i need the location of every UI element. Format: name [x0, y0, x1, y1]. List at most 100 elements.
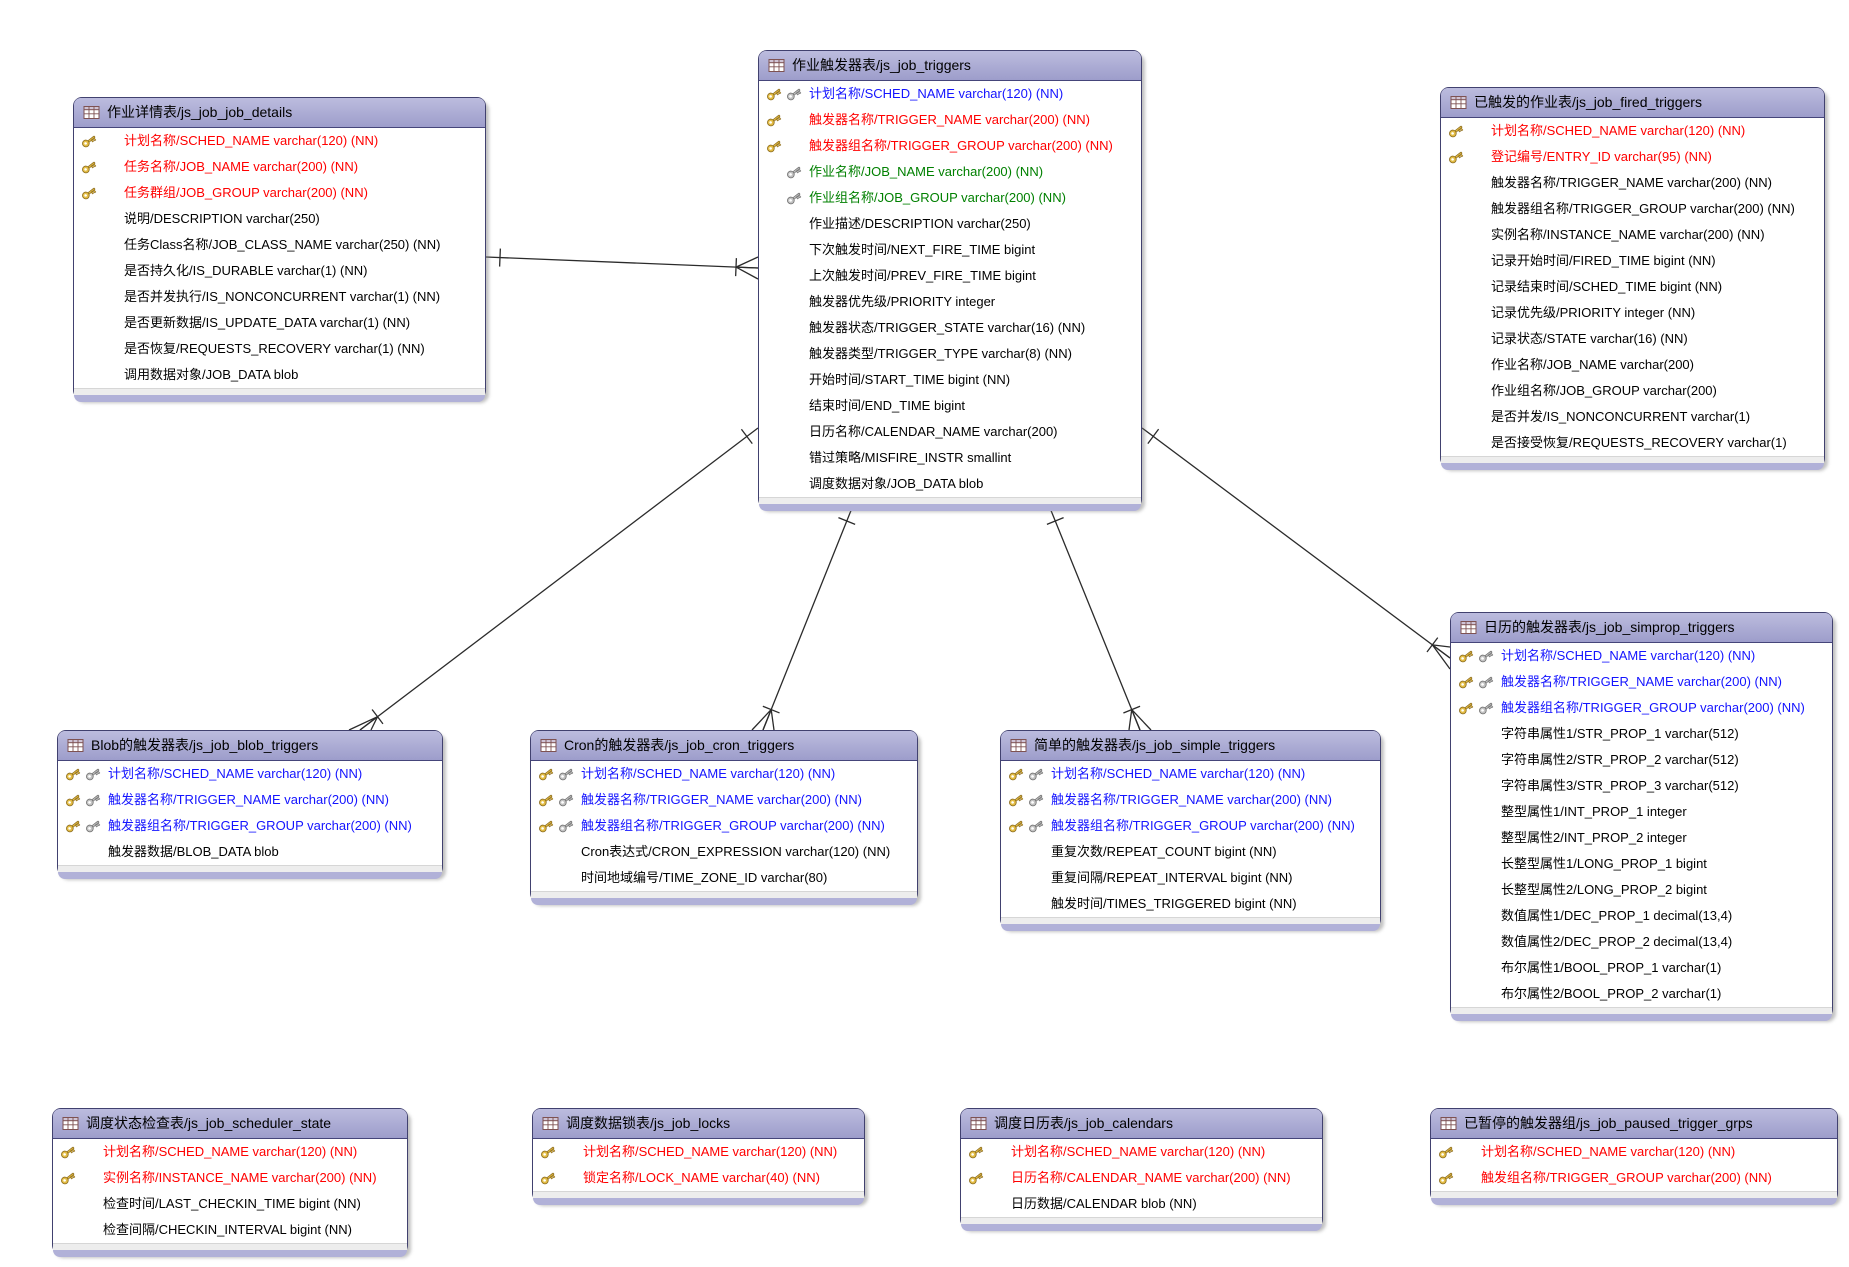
column-row[interactable]: 是否接受恢复/REQUESTS_RECOVERY varchar(1): [1441, 430, 1824, 456]
column-row[interactable]: 计划名称/SCHED_NAME varchar(120) (NN): [74, 128, 485, 154]
table-header[interactable]: 作业触发器表/js_job_triggers: [759, 51, 1141, 81]
column-row[interactable]: 上次触发时间/PREV_FIRE_TIME bigint: [759, 263, 1141, 289]
column-row[interactable]: 计划名称/SCHED_NAME varchar(120) (NN): [1441, 118, 1824, 144]
column-row[interactable]: 触发组名称/TRIGGER_GROUP varchar(200) (NN): [1431, 1165, 1837, 1191]
column-row[interactable]: Cron表达式/CRON_EXPRESSION varchar(120) (NN…: [531, 839, 917, 865]
table-header[interactable]: Cron的触发器表/js_job_cron_triggers: [531, 731, 917, 761]
table-js_job_simprop_triggers[interactable]: 日历的触发器表/js_job_simprop_triggers 计划名称/SCH…: [1450, 612, 1833, 1021]
column-row[interactable]: 记录状态/STATE varchar(16) (NN): [1441, 326, 1824, 352]
column-row[interactable]: 计划名称/SCHED_NAME varchar(120) (NN): [1431, 1139, 1837, 1165]
column-row[interactable]: 检查时间/LAST_CHECKIN_TIME bigint (NN): [53, 1191, 407, 1217]
column-row[interactable]: 字符串属性3/STR_PROP_3 varchar(512): [1451, 773, 1832, 799]
column-row[interactable]: 开始时间/START_TIME bigint (NN): [759, 367, 1141, 393]
column-row[interactable]: 重复次数/REPEAT_COUNT bigint (NN): [1001, 839, 1380, 865]
column-row[interactable]: 触发器组名称/TRIGGER_GROUP varchar(200) (NN): [531, 813, 917, 839]
column-row[interactable]: 触发器组名称/TRIGGER_GROUP varchar(200) (NN): [1441, 196, 1824, 222]
column-row[interactable]: 调用数据对象/JOB_DATA blob: [74, 362, 485, 388]
table-header[interactable]: 简单的触发器表/js_job_simple_triggers: [1001, 731, 1380, 761]
column-row[interactable]: 整型属性1/INT_PROP_1 integer: [1451, 799, 1832, 825]
column-row[interactable]: 是否更新数据/IS_UPDATE_DATA varchar(1) (NN): [74, 310, 485, 336]
column-row[interactable]: 触发时间/TIMES_TRIGGERED bigint (NN): [1001, 891, 1380, 917]
column-row[interactable]: 锁定名称/LOCK_NAME varchar(40) (NN): [533, 1165, 864, 1191]
column-row[interactable]: 触发器名称/TRIGGER_NAME varchar(200) (NN): [58, 787, 442, 813]
column-row[interactable]: 是否恢复/REQUESTS_RECOVERY varchar(1) (NN): [74, 336, 485, 362]
column-row[interactable]: 数值属性1/DEC_PROP_1 decimal(13,4): [1451, 903, 1832, 929]
column-row[interactable]: 长整型属性1/LONG_PROP_1 bigint: [1451, 851, 1832, 877]
column-row[interactable]: 时间地域编号/TIME_ZONE_ID varchar(80): [531, 865, 917, 891]
table-js_job_calendars[interactable]: 调度日历表/js_job_calendars 计划名称/SCHED_NAME v…: [960, 1108, 1323, 1231]
column-row[interactable]: 触发器数据/BLOB_DATA blob: [58, 839, 442, 865]
column-row[interactable]: 作业组名称/JOB_GROUP varchar(200): [1441, 378, 1824, 404]
column-row[interactable]: 触发器名称/TRIGGER_NAME varchar(200) (NN): [1451, 669, 1832, 695]
column-row[interactable]: 计划名称/SCHED_NAME varchar(120) (NN): [961, 1139, 1322, 1165]
column-row[interactable]: 计划名称/SCHED_NAME varchar(120) (NN): [53, 1139, 407, 1165]
column-row[interactable]: 触发器状态/TRIGGER_STATE varchar(16) (NN): [759, 315, 1141, 341]
column-row[interactable]: 任务群组/JOB_GROUP varchar(200) (NN): [74, 180, 485, 206]
column-row[interactable]: 是否并发/IS_NONCONCURRENT varchar(1): [1441, 404, 1824, 430]
column-row[interactable]: 整型属性2/INT_PROP_2 integer: [1451, 825, 1832, 851]
column-row[interactable]: 计划名称/SCHED_NAME varchar(120) (NN): [58, 761, 442, 787]
table-js_job_locks[interactable]: 调度数据锁表/js_job_locks 计划名称/SCHED_NAME varc…: [532, 1108, 865, 1205]
table-js_job_blob_triggers[interactable]: Blob的触发器表/js_job_blob_triggers 计划名称/SCHE…: [57, 730, 443, 879]
column-row[interactable]: 任务Class名称/JOB_CLASS_NAME varchar(250) (N…: [74, 232, 485, 258]
column-row[interactable]: 作业名称/JOB_NAME varchar(200): [1441, 352, 1824, 378]
column-row[interactable]: 记录优先级/PRIORITY integer (NN): [1441, 300, 1824, 326]
column-row[interactable]: 作业名称/JOB_NAME varchar(200) (NN): [759, 159, 1141, 185]
column-row[interactable]: 记录结束时间/SCHED_TIME bigint (NN): [1441, 274, 1824, 300]
column-row[interactable]: 触发器类型/TRIGGER_TYPE varchar(8) (NN): [759, 341, 1141, 367]
column-row[interactable]: 触发器名称/TRIGGER_NAME varchar(200) (NN): [1001, 787, 1380, 813]
column-row[interactable]: 计划名称/SCHED_NAME varchar(120) (NN): [533, 1139, 864, 1165]
column-row[interactable]: 计划名称/SCHED_NAME varchar(120) (NN): [1001, 761, 1380, 787]
column-row[interactable]: 是否持久化/IS_DURABLE varchar(1) (NN): [74, 258, 485, 284]
table-js_job_job_details[interactable]: 作业详情表/js_job_job_details 计划名称/SCHED_NAME…: [73, 97, 486, 402]
column-row[interactable]: 作业描述/DESCRIPTION varchar(250): [759, 211, 1141, 237]
column-row[interactable]: 重复间隔/REPEAT_INTERVAL bigint (NN): [1001, 865, 1380, 891]
column-row[interactable]: 下次触发时间/NEXT_FIRE_TIME bigint: [759, 237, 1141, 263]
table-js_job_simple_triggers[interactable]: 简单的触发器表/js_job_simple_triggers 计划名称/SCHE…: [1000, 730, 1381, 931]
table-header[interactable]: 调度数据锁表/js_job_locks: [533, 1109, 864, 1139]
column-row[interactable]: 触发器名称/TRIGGER_NAME varchar(200) (NN): [1441, 170, 1824, 196]
column-row[interactable]: 触发器名称/TRIGGER_NAME varchar(200) (NN): [531, 787, 917, 813]
table-js_job_fired_triggers[interactable]: 已触发的作业表/js_job_fired_triggers 计划名称/SCHED…: [1440, 87, 1825, 470]
column-row[interactable]: 字符串属性2/STR_PROP_2 varchar(512): [1451, 747, 1832, 773]
column-row[interactable]: 登记编号/ENTRY_ID varchar(95) (NN): [1441, 144, 1824, 170]
column-row[interactable]: 实例名称/INSTANCE_NAME varchar(200) (NN): [1441, 222, 1824, 248]
table-header[interactable]: 作业详情表/js_job_job_details: [74, 98, 485, 128]
column-row[interactable]: 计划名称/SCHED_NAME varchar(120) (NN): [759, 81, 1141, 107]
column-row[interactable]: 记录开始时间/FIRED_TIME bigint (NN): [1441, 248, 1824, 274]
column-row[interactable]: 结束时间/END_TIME bigint: [759, 393, 1141, 419]
table-js_job_cron_triggers[interactable]: Cron的触发器表/js_job_cron_triggers 计划名称/SCHE…: [530, 730, 918, 905]
column-row[interactable]: 布尔属性2/BOOL_PROP_2 varchar(1): [1451, 981, 1832, 1007]
column-row[interactable]: 触发器组名称/TRIGGER_GROUP varchar(200) (NN): [759, 133, 1141, 159]
table-header[interactable]: 已触发的作业表/js_job_fired_triggers: [1441, 88, 1824, 118]
column-row[interactable]: 日历数据/CALENDAR blob (NN): [961, 1191, 1322, 1217]
table-js_job_triggers[interactable]: 作业触发器表/js_job_triggers 计划名称/SCHED_NAME v…: [758, 50, 1142, 511]
column-row[interactable]: 作业组名称/JOB_GROUP varchar(200) (NN): [759, 185, 1141, 211]
column-row[interactable]: 触发器组名称/TRIGGER_GROUP varchar(200) (NN): [58, 813, 442, 839]
column-row[interactable]: 长整型属性2/LONG_PROP_2 bigint: [1451, 877, 1832, 903]
table-header[interactable]: 调度日历表/js_job_calendars: [961, 1109, 1322, 1139]
column-row[interactable]: 布尔属性1/BOOL_PROP_1 varchar(1): [1451, 955, 1832, 981]
table-header[interactable]: 调度状态检查表/js_job_scheduler_state: [53, 1109, 407, 1139]
table-header[interactable]: Blob的触发器表/js_job_blob_triggers: [58, 731, 442, 761]
column-row[interactable]: 日历名称/CALENDAR_NAME varchar(200): [759, 419, 1141, 445]
column-row[interactable]: 说明/DESCRIPTION varchar(250): [74, 206, 485, 232]
column-row[interactable]: 计划名称/SCHED_NAME varchar(120) (NN): [531, 761, 917, 787]
column-row[interactable]: 错过策略/MISFIRE_INSTR smallint: [759, 445, 1141, 471]
column-row[interactable]: 检查间隔/CHECKIN_INTERVAL bigint (NN): [53, 1217, 407, 1243]
table-js_job_scheduler_state[interactable]: 调度状态检查表/js_job_scheduler_state 计划名称/SCHE…: [52, 1108, 408, 1257]
column-row[interactable]: 计划名称/SCHED_NAME varchar(120) (NN): [1451, 643, 1832, 669]
table-header[interactable]: 日历的触发器表/js_job_simprop_triggers: [1451, 613, 1832, 643]
column-row[interactable]: 数值属性2/DEC_PROP_2 decimal(13,4): [1451, 929, 1832, 955]
table-header[interactable]: 已暂停的触发器组/js_job_paused_trigger_grps: [1431, 1109, 1837, 1139]
column-row[interactable]: 实例名称/INSTANCE_NAME varchar(200) (NN): [53, 1165, 407, 1191]
column-row[interactable]: 调度数据对象/JOB_DATA blob: [759, 471, 1141, 497]
column-row[interactable]: 触发器组名称/TRIGGER_GROUP varchar(200) (NN): [1001, 813, 1380, 839]
column-row[interactable]: 任务名称/JOB_NAME varchar(200) (NN): [74, 154, 485, 180]
column-row[interactable]: 触发器优先级/PRIORITY integer: [759, 289, 1141, 315]
column-row[interactable]: 是否并发执行/IS_NONCONCURRENT varchar(1) (NN): [74, 284, 485, 310]
column-row[interactable]: 触发器名称/TRIGGER_NAME varchar(200) (NN): [759, 107, 1141, 133]
column-row[interactable]: 日历名称/CALENDAR_NAME varchar(200) (NN): [961, 1165, 1322, 1191]
column-row[interactable]: 触发器组名称/TRIGGER_GROUP varchar(200) (NN): [1451, 695, 1832, 721]
column-row[interactable]: 字符串属性1/STR_PROP_1 varchar(512): [1451, 721, 1832, 747]
